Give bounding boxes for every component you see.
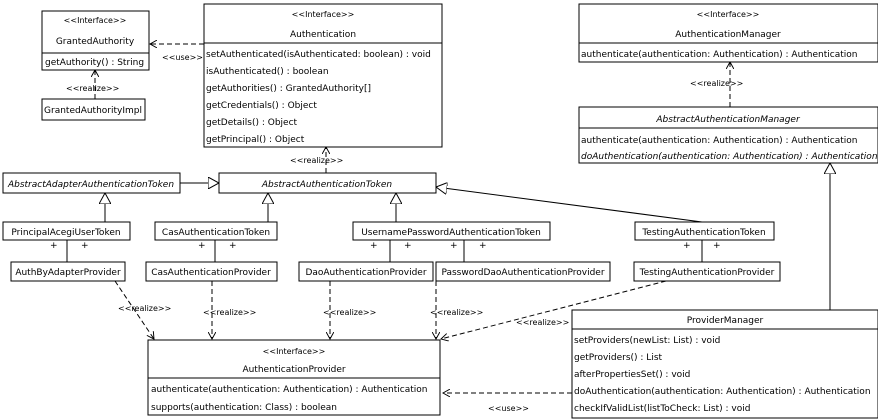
- class-name: CasAuthenticationToken: [162, 228, 270, 238]
- class-authentication[interactable]: <<Interface>> Authentication setAuthenti…: [203, 3, 443, 148]
- multiplicity-label: +: [683, 241, 691, 251]
- class-testing-authentication-provider[interactable]: TestingAuthenticationProvider: [633, 261, 781, 282]
- multiplicity-label: +: [450, 241, 458, 251]
- class-name: UsernamePasswordAuthenticationToken: [361, 228, 541, 238]
- class-operation: getDetails() : Object: [206, 118, 298, 128]
- class-operation: doAuthentication(authentication: Authent…: [574, 387, 871, 397]
- class-name: GrantedAuthority: [56, 37, 135, 47]
- class-name: AuthenticationManager: [675, 30, 781, 40]
- class-operation: isAuthenticated() : boolean: [206, 67, 329, 77]
- realize-label: <<realize>>: [203, 308, 256, 317]
- class-name: CasAuthenticationProvider: [151, 268, 271, 278]
- class-name: GrantedAuthorityImpl: [44, 106, 142, 116]
- generalization-testing-token: [436, 187, 703, 223]
- class-auth-by-adapter-provider[interactable]: AuthByAdapterProvider: [10, 261, 126, 282]
- class-cas-authentication-provider[interactable]: CasAuthenticationProvider: [145, 261, 278, 282]
- class-dao-authentication-provider[interactable]: DaoAuthenticationProvider: [298, 261, 434, 282]
- class-name: PrincipalAcegiUserToken: [11, 228, 120, 238]
- class-operation: afterPropertiesSet() : void: [574, 370, 690, 380]
- multiplicity-label: +: [713, 241, 721, 251]
- class-operation: authenticate(authentication: Authenticat…: [581, 136, 857, 146]
- class-password-dao-provider[interactable]: PasswordDaoAuthenticationProvider: [435, 261, 611, 282]
- class-name: TestingAuthenticationToken: [641, 228, 765, 238]
- class-operation: setAuthenticated(isAuthenticated: boolea…: [206, 50, 431, 60]
- multiplicity-label: +: [50, 241, 58, 251]
- realize-label: <<realize>>: [66, 84, 119, 93]
- class-operation: getAuthority() : String: [45, 58, 144, 68]
- class-operation: doAuthentication(authentication: Authent…: [581, 152, 878, 162]
- class-granted-authority-impl[interactable]: GrantedAuthorityImpl: [41, 98, 146, 121]
- class-authentication-manager[interactable]: <<Interface>> AuthenticationManager auth…: [578, 3, 878, 63]
- multiplicity-label: +: [479, 241, 487, 251]
- class-name: AbstractAuthenticationToken: [261, 180, 392, 190]
- realize-label: <<realize>>: [516, 318, 569, 327]
- class-name: PasswordDaoAuthenticationProvider: [441, 268, 604, 278]
- multiplicity-label: +: [81, 241, 89, 251]
- class-operation: supports(authentication: Class) : boolea…: [151, 403, 337, 413]
- multiplicity-label: +: [198, 241, 206, 251]
- class-operation: getProviders() : List: [574, 353, 663, 363]
- realize-label: <<realize>>: [690, 79, 743, 88]
- realize-connector-adapter-provider: [114, 280, 154, 339]
- class-operation: setProviders(newList: List) : void: [574, 336, 720, 346]
- realize-label: <<realize>>: [290, 156, 343, 165]
- class-abstract-authentication-manager[interactable]: AbstractAuthenticationManager authentica…: [578, 106, 878, 164]
- class-operation: getAuthorities() : GrantedAuthority[]: [206, 84, 371, 94]
- class-operation: getPrincipal() : Object: [206, 135, 305, 145]
- class-name: DaoAuthenticationProvider: [305, 268, 426, 278]
- class-name: AbstractAuthenticationManager: [655, 115, 801, 125]
- use-label: <<use>>: [488, 404, 529, 413]
- class-principal-acegi-user-token[interactable]: PrincipalAcegiUserToken: [2, 221, 131, 241]
- class-name: Authentication: [290, 30, 356, 40]
- class-provider-manager[interactable]: ProviderManager setProviders(newList: Li…: [571, 309, 878, 419]
- class-name: ProviderManager: [687, 316, 764, 326]
- class-stereotype: <<Interface>>: [64, 16, 127, 25]
- use-label: <<use>>: [162, 53, 203, 62]
- class-username-password-token[interactable]: UsernamePasswordAuthenticationToken: [352, 221, 551, 241]
- class-operation: getCredentials() : Object: [206, 101, 317, 111]
- class-abstract-authentication-token[interactable]: AbstractAuthenticationToken: [218, 172, 437, 194]
- class-operation: authenticate(authentication: Authenticat…: [581, 50, 857, 60]
- class-name: AuthenticationProvider: [242, 365, 345, 375]
- class-abstract-adapter-token[interactable]: AbstractAdapterAuthenticationToken: [2, 172, 181, 194]
- realize-label: <<realize>>: [430, 308, 483, 317]
- class-name: TestingAuthenticationProvider: [639, 268, 775, 278]
- class-name: AbstractAdapterAuthenticationToken: [7, 180, 174, 190]
- class-stereotype: <<Interface>>: [292, 10, 355, 19]
- class-operation: authenticate(authentication: Authenticat…: [151, 385, 427, 395]
- class-stereotype: <<Interface>>: [263, 347, 326, 356]
- realize-connector-testing-provider: [441, 280, 667, 339]
- realize-label: <<realize>>: [118, 304, 171, 313]
- multiplicity-label: +: [229, 241, 237, 251]
- class-testing-authentication-token[interactable]: TestingAuthenticationToken: [634, 221, 775, 241]
- class-granted-authority[interactable]: <<Interface>> GrantedAuthority getAuthor…: [41, 10, 150, 71]
- multiplicity-label: +: [370, 241, 378, 251]
- class-authentication-provider[interactable]: <<Interface>> AuthenticationProvider aut…: [147, 339, 441, 416]
- class-name: AuthByAdapterProvider: [15, 268, 121, 278]
- class-operation: checkIfValidList(listToCheck: List) : vo…: [574, 404, 750, 414]
- class-cas-authentication-token[interactable]: CasAuthenticationToken: [154, 221, 278, 241]
- realize-label: <<realize>>: [323, 308, 376, 317]
- class-stereotype: <<Interface>>: [697, 10, 760, 19]
- multiplicity-label: +: [404, 241, 412, 251]
